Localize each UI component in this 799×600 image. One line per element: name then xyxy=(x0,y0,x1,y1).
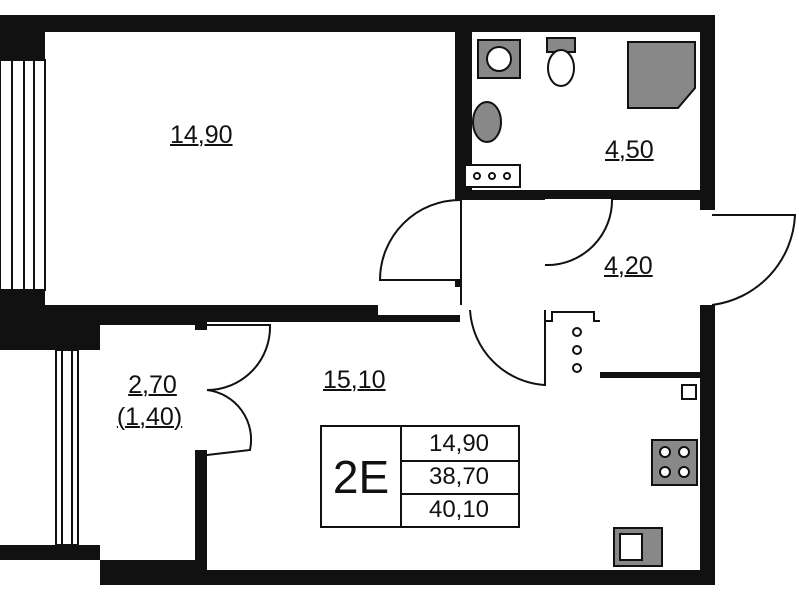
apartment-type: 2E xyxy=(322,427,402,526)
room-area-bedroom: 14,90 xyxy=(170,121,233,149)
doors xyxy=(195,197,797,456)
shower-icon xyxy=(627,41,696,109)
room-area-balcony-reduced: (1,40) xyxy=(116,403,183,431)
apartment-summary-table: 2E 14,90 38,70 40,10 xyxy=(320,425,520,528)
living-area: 14,90 xyxy=(400,427,518,462)
total-area: 38,70 xyxy=(400,460,518,495)
room-area-hallway: 4,20 xyxy=(604,252,653,280)
total-area-with-balcony: 40,10 xyxy=(428,495,490,523)
room-area-bathroom: 4,50 xyxy=(605,136,654,164)
window-left xyxy=(0,59,79,546)
room-area-balcony: 2,70 xyxy=(128,371,177,399)
room-area-kitchen-living: 15,10 xyxy=(323,366,386,394)
room-balcony xyxy=(100,325,195,560)
kitchen-fixtures xyxy=(572,327,698,567)
stove-icon xyxy=(651,439,698,486)
sink-icon xyxy=(472,101,502,143)
bathroom-fixtures xyxy=(464,37,696,188)
